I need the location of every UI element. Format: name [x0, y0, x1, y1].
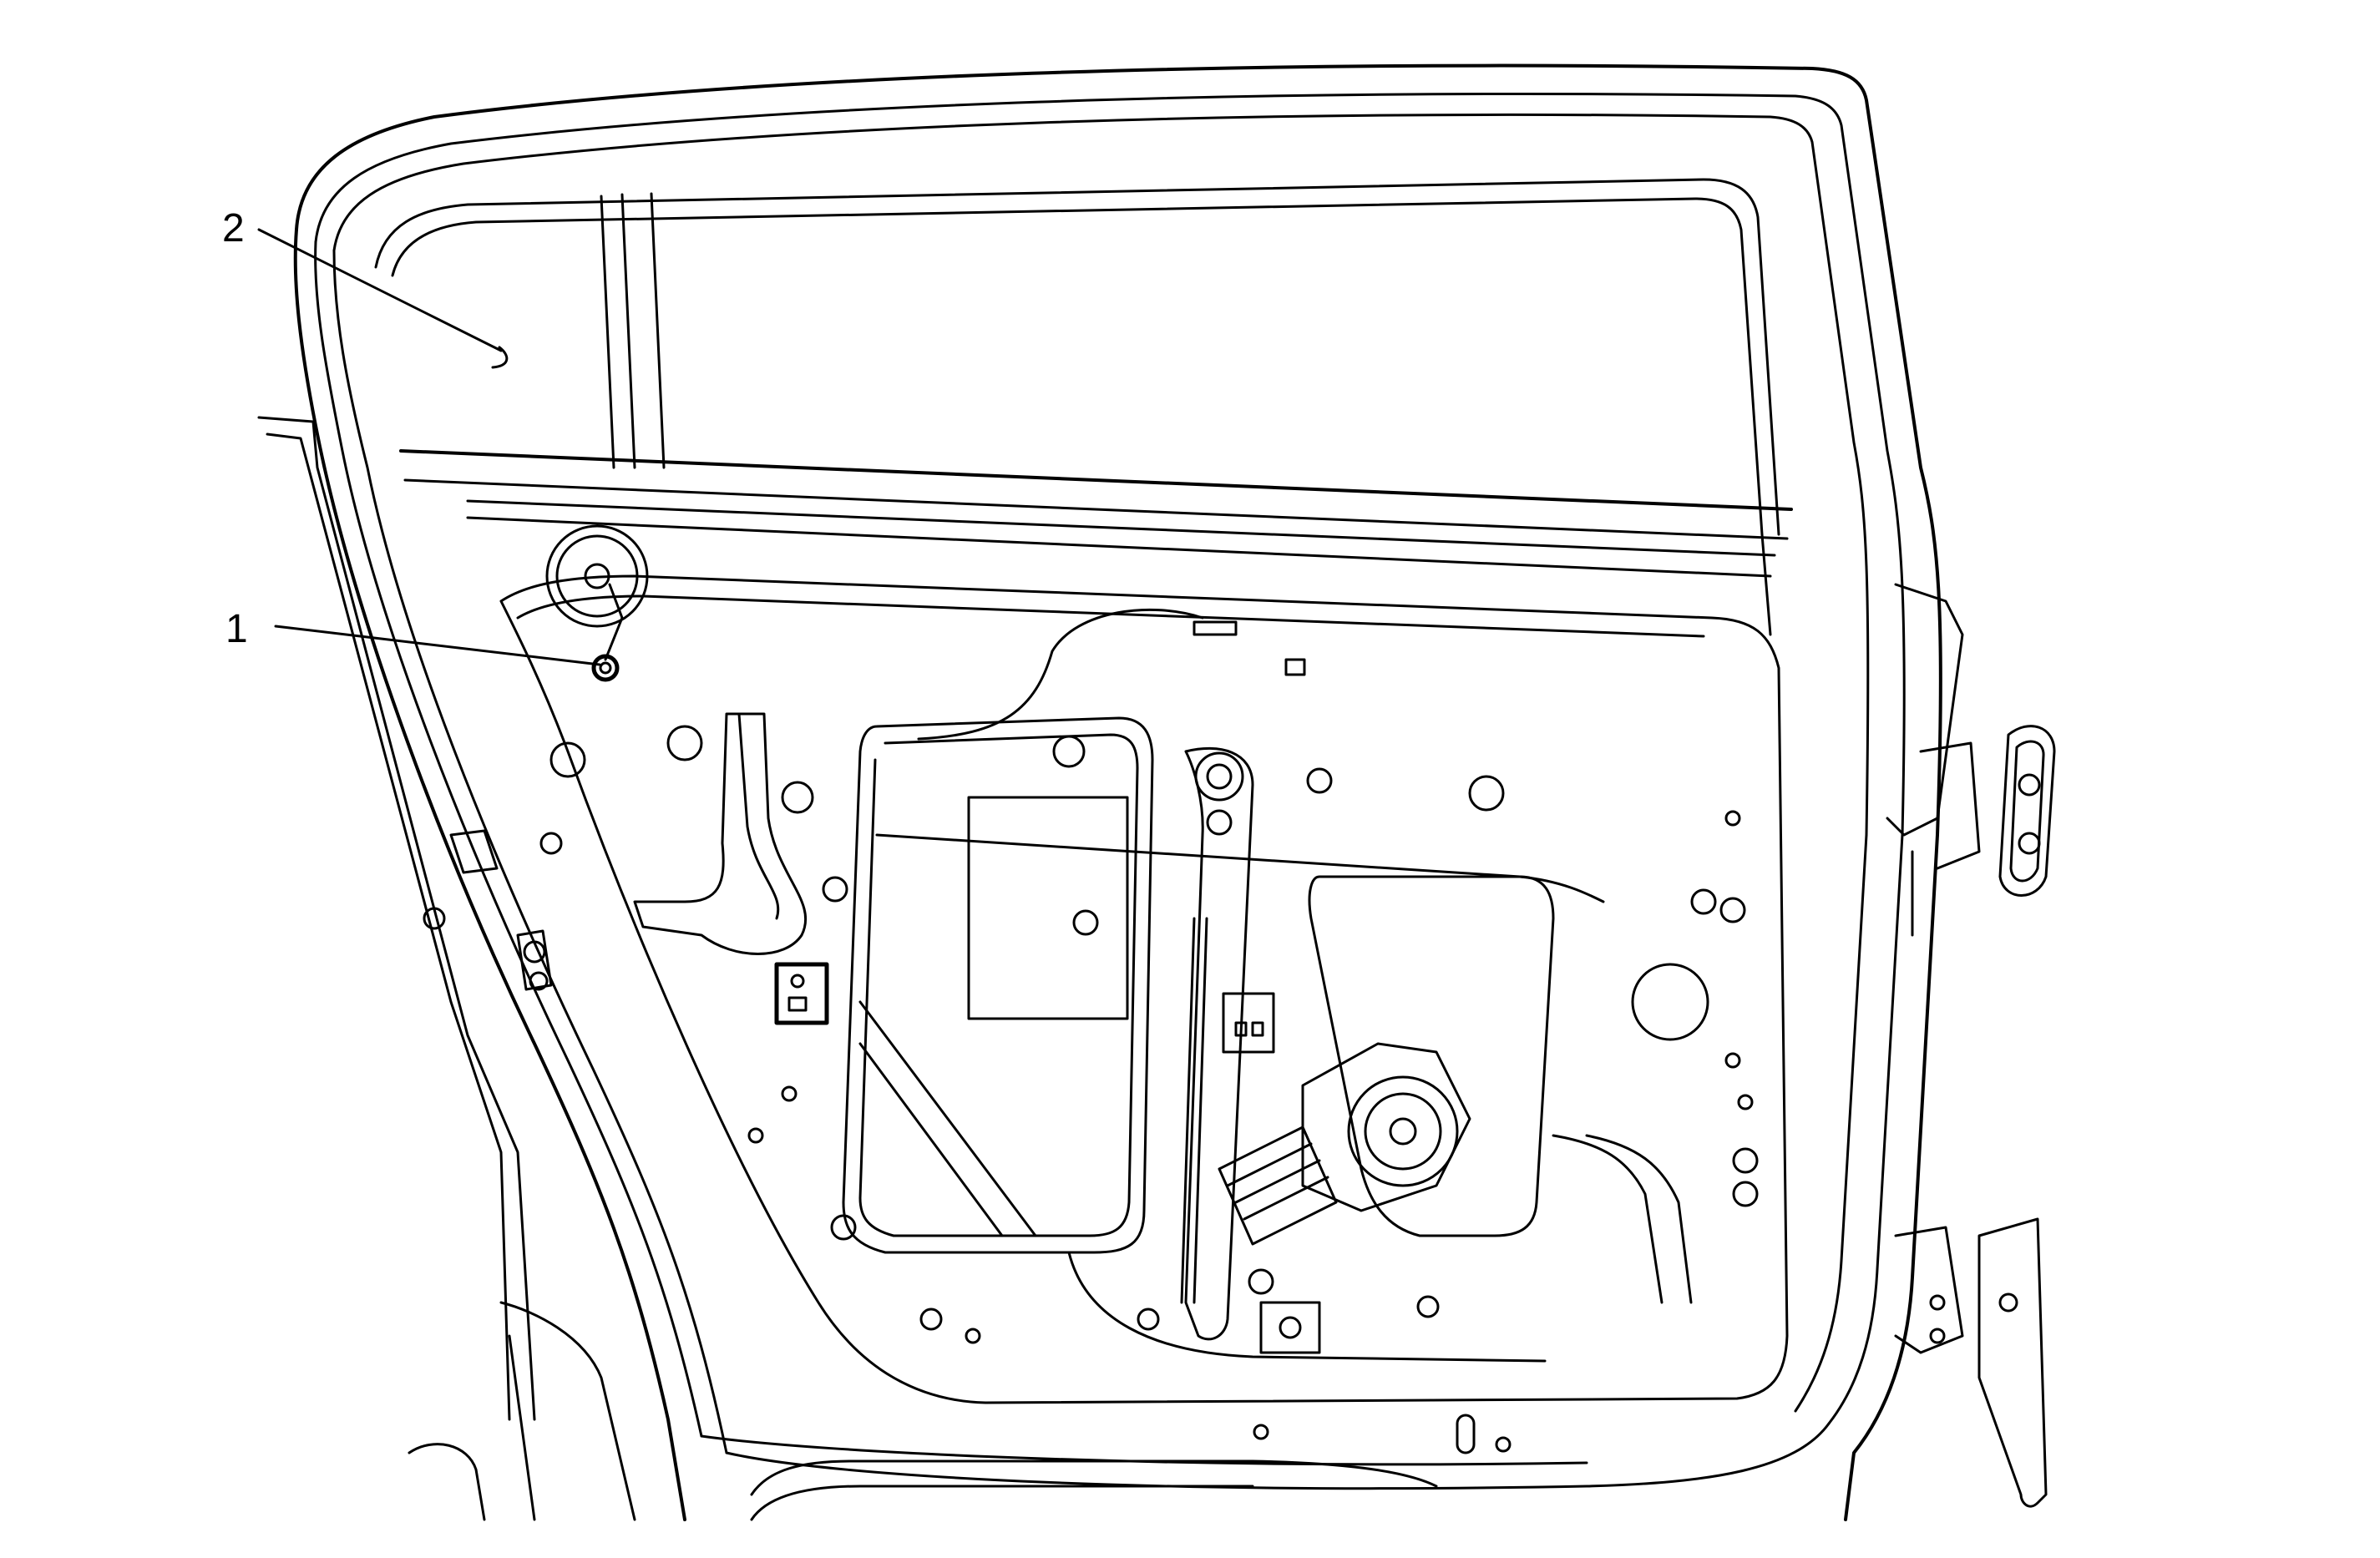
lower-sill — [750, 1459, 1438, 1521]
window-regulator — [875, 608, 1605, 1341]
callout-1-leader — [274, 625, 601, 666]
b-pillar — [257, 416, 636, 1521]
module-access-hole — [842, 716, 1154, 1254]
callout-1-label: 1 — [225, 607, 248, 651]
callout-1-fastener — [591, 654, 620, 682]
window-opening — [257, 178, 1793, 636]
window-motor — [1218, 875, 1555, 1354]
speaker-opening — [274, 524, 649, 682]
callout-2-label: 2 — [222, 206, 245, 250]
drain-tube — [633, 712, 808, 955]
door-hinge — [1886, 583, 2056, 1508]
switch-bezel — [774, 962, 1275, 1054]
panel-holes — [539, 658, 1759, 1454]
lower-panel-contour — [1067, 1134, 1693, 1363]
callout-2-leader — [257, 228, 503, 352]
inner-door-panel — [499, 574, 1789, 1404]
door-outer-frame — [293, 63, 1942, 1521]
